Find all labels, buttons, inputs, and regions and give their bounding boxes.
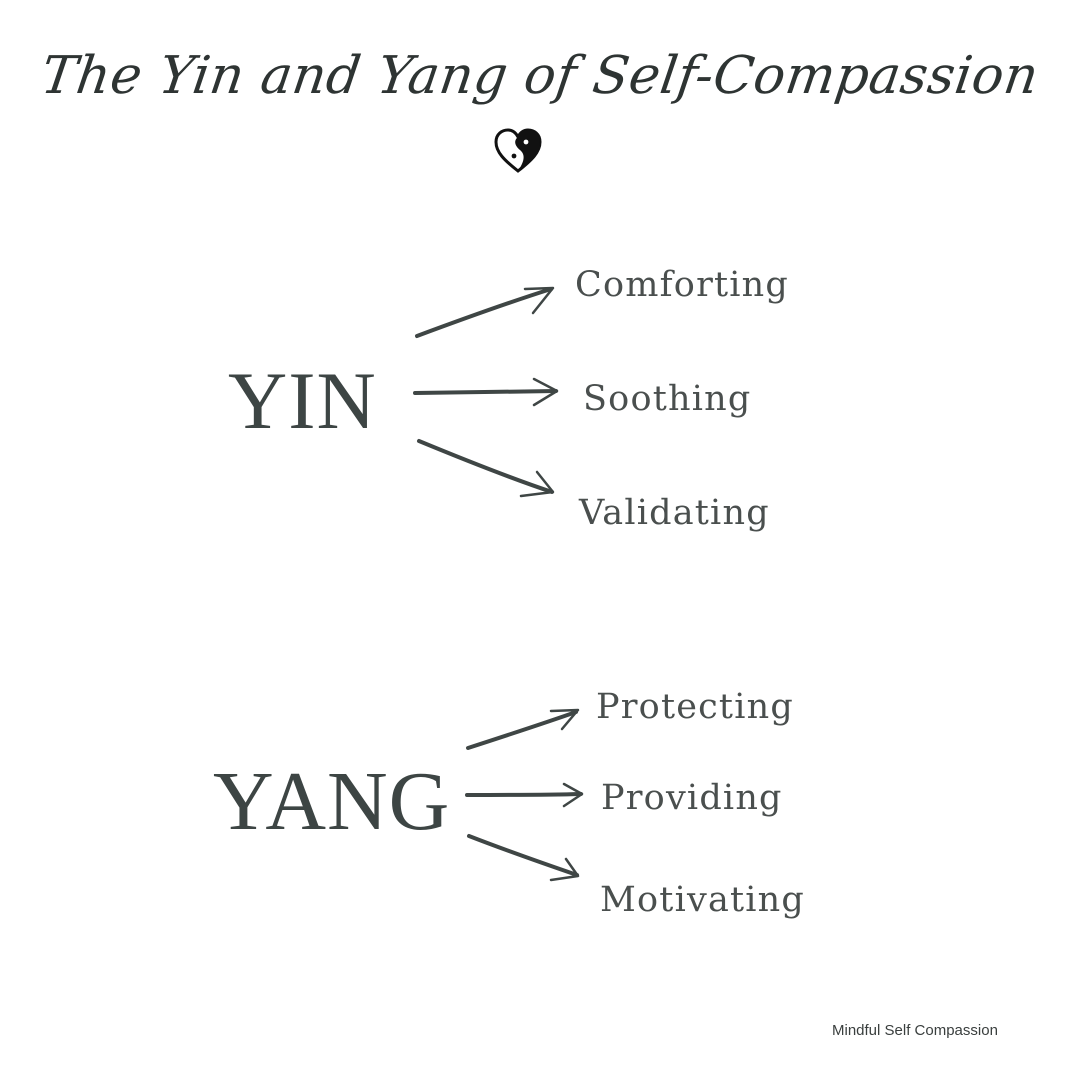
yin-yang-heart-icon (494, 128, 542, 173)
footer-credit: Mindful Self Compassion (832, 1022, 998, 1039)
page-title: The Yin and Yang of Self-Compassion (37, 46, 1043, 106)
yang-arrow-motivating (467, 834, 580, 882)
yin-label: YIN (228, 355, 377, 446)
yang-arrow-providing (465, 782, 584, 808)
yin-arrow-soothing (413, 377, 559, 407)
yin-item-validating: Validating (579, 493, 770, 533)
yin-item-soothing: Soothing (583, 379, 752, 419)
yin-item-comforting: Comforting (575, 265, 790, 305)
yin-arrow-validating (417, 439, 555, 498)
yang-arrow-protecting (466, 708, 580, 750)
yin-arrow-comforting (415, 286, 555, 338)
yang-item-providing: Providing (601, 778, 783, 818)
yang-item-protecting: Protecting (596, 687, 794, 727)
yang-label: YANG (213, 755, 451, 848)
yang-item-motivating: Motivating (600, 880, 806, 920)
